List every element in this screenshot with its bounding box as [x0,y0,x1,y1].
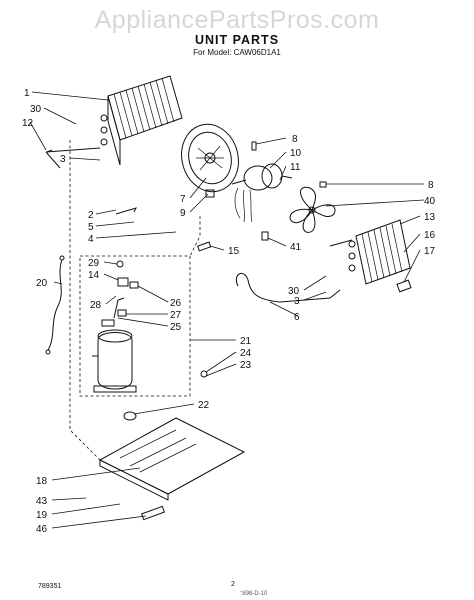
watermark: AppliancePartsPros.com [94,6,380,34]
cap-tube [235,272,341,303]
callout: 19 [36,510,48,521]
callout: 8 [428,180,434,191]
callout: 16 [424,230,436,241]
callout: 30 [288,286,300,297]
diagram-title: UNIT PARTS [194,33,280,47]
callout: 25 [170,322,182,333]
callout: 20 [36,278,48,289]
callout: 8 [292,134,298,145]
leader-lines [29,91,425,529]
compressor [92,260,139,393]
callout: 30 [30,104,42,115]
model-subtitle: For Model: CAW06D1A1 [193,48,281,57]
callout: 11 [290,162,301,173]
callout: 2 [88,210,94,221]
callout: 3 [294,296,300,307]
callout: 5 [88,222,94,233]
callout: 7 [180,194,186,205]
callout: 40 [424,196,436,207]
callout: 15 [228,246,240,257]
fan-shroud [181,123,239,193]
callout: 6 [294,312,300,323]
callout: 27 [170,310,182,321]
callout: 1 [24,88,30,99]
callout: 23 [240,360,252,371]
callout: 41 [290,242,302,253]
footer-code: ᵔ898-D-10 [240,591,268,597]
blower-wheel [289,181,336,233]
callout: 14 [88,270,100,281]
callout: 46 [36,524,48,535]
callout: 13 [424,212,436,223]
callout: 29 [88,258,100,269]
callout: 24 [240,348,252,359]
callout: 18 [36,476,48,487]
fan-motor [205,141,293,223]
callout: 4 [88,234,94,245]
callout: 26 [170,298,182,309]
evaporator-coil [329,219,412,293]
doc-number: 789351 [38,583,62,590]
callout: 17 [424,246,436,257]
base-pan [98,411,246,521]
condenser-coil [45,75,183,169]
callout-labels: 1 30 12 3 2 5 4 7 9 8 10 11 8 40 13 16 1… [22,88,436,535]
callout: 28 [90,300,102,311]
callout: 21 [240,336,252,347]
callout: 3 [60,154,66,165]
callout: 9 [180,208,186,219]
callout: 10 [290,148,302,159]
page-number: 2 [231,581,235,588]
callout: 22 [198,400,210,411]
callout: 43 [36,496,48,507]
wire-harness [47,259,63,351]
callout: 12 [22,118,34,129]
